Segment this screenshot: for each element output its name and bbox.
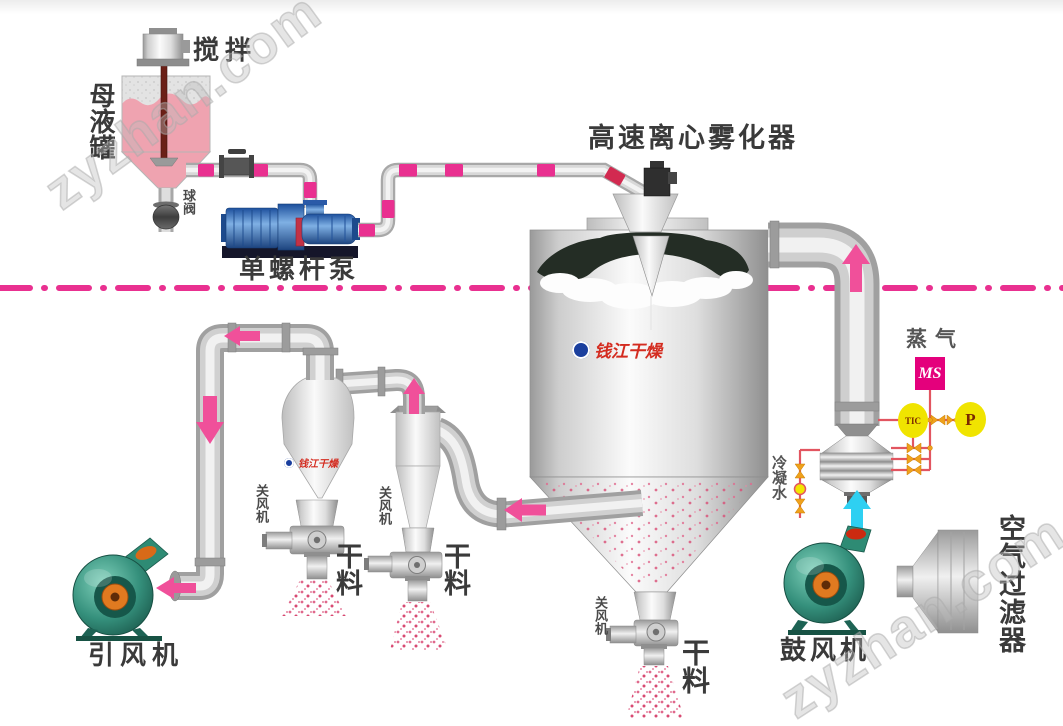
exhaust-left-arrow-1 xyxy=(504,498,546,522)
feed-pipe-valve xyxy=(219,149,254,178)
hot-air-up-arrow xyxy=(842,244,870,292)
spray-cloud xyxy=(537,232,753,330)
pressure-gauge-tag: P xyxy=(955,402,986,437)
blower-fan xyxy=(783,525,872,635)
cyclone2-up-arrow xyxy=(403,378,425,414)
screw-pump xyxy=(221,200,360,258)
label-mother-liquor-tank: 母液罐 xyxy=(86,82,116,160)
brand-logo-cyclone: 钱江干燥 xyxy=(284,455,338,470)
label-atomizer: 高速离心雾化器 xyxy=(588,123,798,153)
feed-suction-pipe xyxy=(186,162,318,208)
label-dry-material-chamber: 干料 xyxy=(679,638,710,694)
ball-valve xyxy=(152,188,180,232)
air-filter xyxy=(896,529,979,634)
brand-logo-chamber: 钱江干燥 xyxy=(572,337,662,362)
chamber-discharge xyxy=(606,591,684,718)
label-air-filter: 空气过滤器 xyxy=(995,514,1025,654)
agitator-assembly xyxy=(136,28,190,167)
feed-discharge-pipe xyxy=(358,162,650,238)
induced-draft-fan xyxy=(72,537,169,641)
exhaust-left-arrow-2 xyxy=(224,326,260,346)
label-rotary-airlock-cyclone2: 关风机 xyxy=(377,486,392,525)
label-induced-draft-fan: 引风机 xyxy=(88,640,185,670)
label-steam: 蒸气 xyxy=(906,328,964,351)
label-dry-material-cyclone2: 干料 xyxy=(440,542,470,596)
chamber-exit-pipe xyxy=(431,417,644,531)
label-screw-pump: 单螺杆泵 xyxy=(239,254,360,284)
label-rotary-airlock-chamber: 关风机 xyxy=(593,596,608,635)
label-ball-valve: 球阀 xyxy=(181,189,196,215)
tic-controller-tag: TIC xyxy=(898,403,928,438)
ms-steam-valve-tag: MS xyxy=(915,357,945,390)
powder-stream xyxy=(390,602,448,650)
steam-trap xyxy=(793,482,807,496)
brand-mark-icon xyxy=(572,340,590,359)
exhaust-down-arrow xyxy=(196,396,224,444)
cyclone-2 xyxy=(364,405,448,650)
atomizer-disc-cone xyxy=(632,235,670,298)
label-dry-material-cyclone1: 干料 xyxy=(332,542,362,596)
hot-air-duct xyxy=(768,220,880,426)
label-blower: 鼓风机 xyxy=(780,635,871,665)
powder-stream xyxy=(282,580,346,616)
cyclone-1 xyxy=(262,377,355,616)
exhaust-duct-to-fan xyxy=(168,322,339,602)
label-agitator: 搅拌 xyxy=(193,35,258,65)
label-condensate-water: 冷凝水 xyxy=(770,455,787,500)
brand-mark-icon xyxy=(284,457,294,468)
centrifugal-atomizer xyxy=(612,161,679,233)
label-rotary-airlock-cyclone1: 关风机 xyxy=(254,484,269,523)
powder-stream xyxy=(626,666,684,718)
steam-heater xyxy=(819,423,894,505)
fan-inlet-left-arrow xyxy=(156,577,196,599)
